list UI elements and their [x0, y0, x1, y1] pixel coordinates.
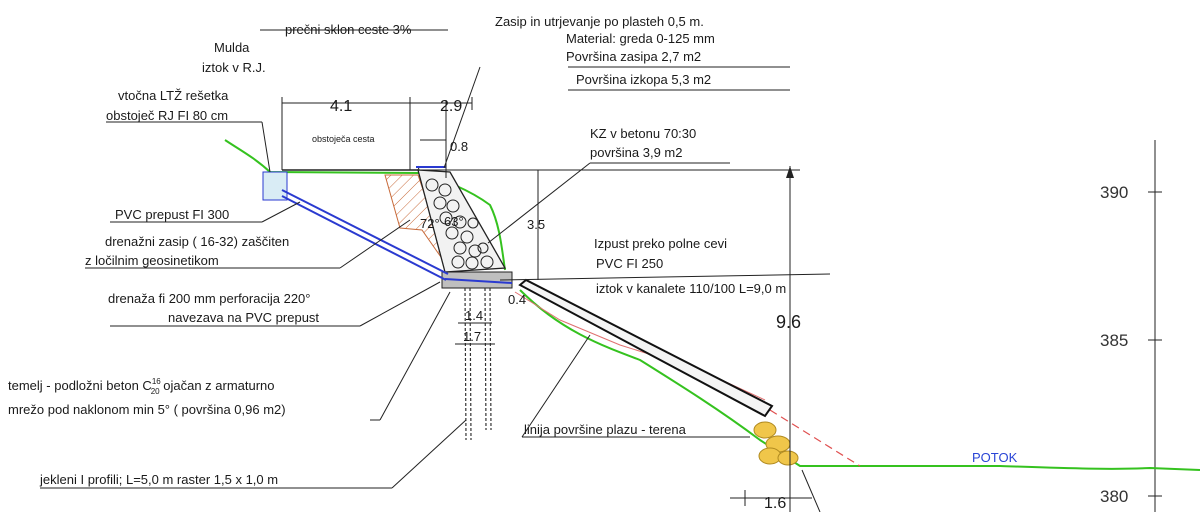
label-steel-profiles: jekleni I profili; L=5,0 m raster 1,5 x … [39, 472, 278, 487]
dimension-0-8: 0.8 [450, 139, 468, 154]
label-mulda: Mulda [214, 40, 250, 55]
label-backfill-1: Zasip in utrjevanje po plasteh 0,5 m. [495, 14, 704, 29]
concrete-channel [518, 278, 774, 418]
leader-lines [40, 29, 790, 489]
dimension-9-6: 9.6 [776, 312, 801, 332]
label-stream: POTOK [972, 450, 1018, 465]
elevation-tick-385: 385 [1100, 331, 1128, 350]
elevation-tick-390: 390 [1100, 183, 1128, 202]
arrow-9-6 [786, 166, 794, 178]
label-pvc-culvert: PVC prepust FI 300 [115, 207, 229, 222]
label-existing-road: obstoječa cesta [312, 134, 375, 144]
stone-toe [753, 421, 799, 466]
label-backfill-2: Material: greda 0-125 mm [566, 31, 715, 46]
label-iztok-rj: iztok v R.J. [202, 60, 266, 75]
dimension-1-6: 1.6 [764, 495, 786, 512]
label-inlet-grate: vtočna LTŽ rešetka [118, 88, 229, 103]
label-outlet-2: PVC FI 250 [596, 256, 663, 271]
label-channel-outflow: iztok v kanalete 110/100 L=9,0 m [596, 281, 786, 296]
label-existing-rj: obstoječ RJ FI 80 cm [106, 108, 228, 123]
label-kz-concrete-2: površina 3,9 m2 [590, 145, 683, 160]
dimension-4-1: 4.1 [330, 98, 352, 115]
label-foundation-2: mrežo pod naklonom min 5° ( površina 0,9… [8, 402, 286, 417]
label-outlet-1: Izpust preko polne cevi [594, 236, 727, 251]
label-backfill-area: Površina zasipa 2,7 m2 [566, 49, 701, 64]
label-slide-surface: linija površine plazu - terena [524, 422, 687, 437]
dimension-2-9: 2.9 [440, 98, 462, 115]
elevation-tick-380: 380 [1100, 487, 1128, 506]
stone-wall [417, 169, 507, 273]
label-drainage-pipe-1: drenaža fi 200 mm perforacija 220° [108, 291, 310, 306]
dimension-0-4: 0.4 [508, 292, 526, 307]
label-cross-slope: prečni sklon ceste 3% [285, 22, 412, 37]
angle-72: 72° [420, 216, 440, 231]
angle-63: 63° [444, 214, 464, 229]
steel-profiles [464, 287, 492, 441]
dimension-1-4: 1.4 [465, 308, 483, 323]
slide-line-dashed [769, 409, 861, 467]
backfill-area [384, 174, 451, 271]
label-drainage-fill-1: drenažni zasip ( 16-32) zaščiten [105, 234, 289, 249]
label-excavation-area: Površina izkopa 5,3 m2 [576, 72, 711, 87]
dimension-1-7: 1.7 [463, 329, 481, 344]
label-drainage-pipe-2: navezava na PVC prepust [168, 310, 319, 325]
label-kz-concrete-1: KZ v betonu 70:30 [590, 126, 696, 141]
label-drainage-fill-2: z ločilnim geosinetikom [85, 253, 219, 268]
pvc-drain-pipe [281, 166, 513, 284]
elevation-axis: 390 385 380 [1100, 140, 1162, 512]
dimension-3-5: 3.5 [527, 217, 545, 232]
inlet-box [262, 171, 288, 201]
dimension-lines [281, 97, 831, 512]
